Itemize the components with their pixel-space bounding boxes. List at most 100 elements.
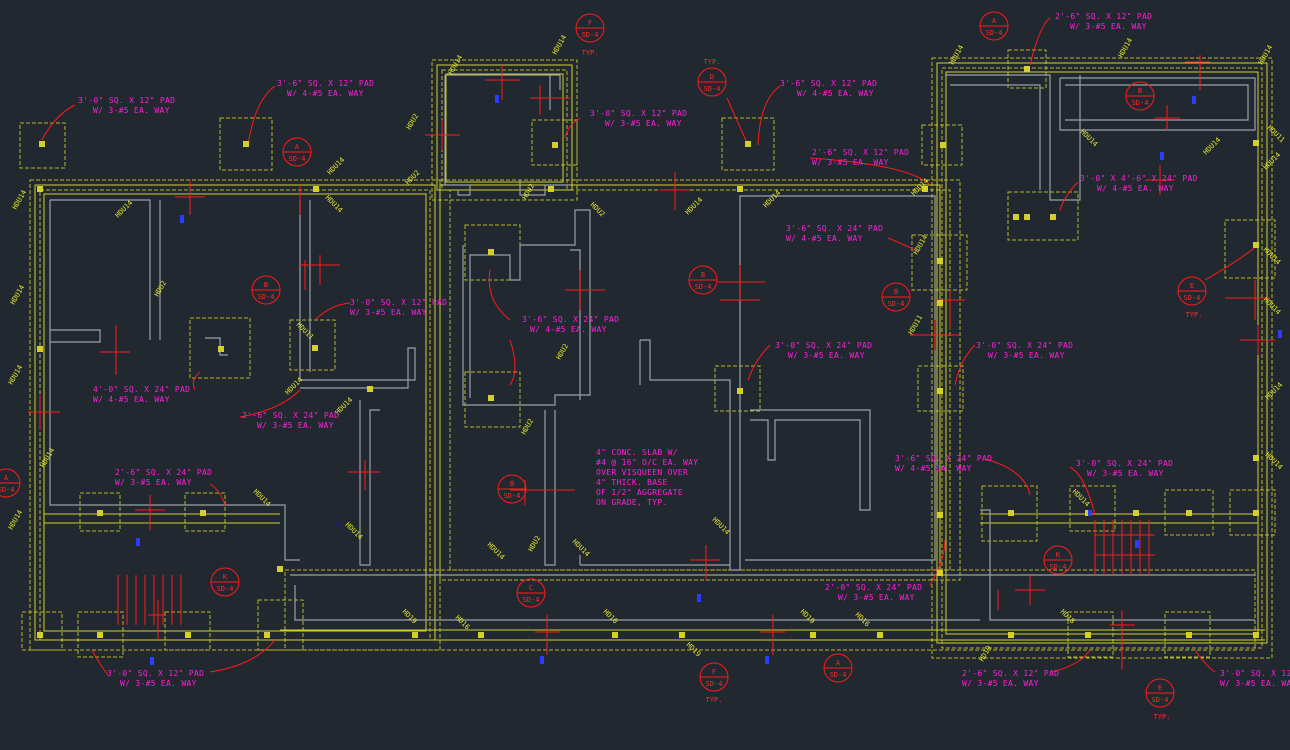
svg-text:W/ 3-#5 EA. WAY: W/ 3-#5 EA. WAY <box>962 679 1039 688</box>
svg-text:K: K <box>223 573 228 581</box>
hd-tag: HD19 <box>978 644 993 663</box>
detail-bubble[interactable]: BSD-4 <box>688 265 718 295</box>
svg-text:A: A <box>295 143 300 151</box>
svg-text:W/ 4-#5 EA. WAY: W/ 4-#5 EA. WAY <box>895 464 972 473</box>
detail-bubble[interactable]: CSD-4 <box>516 578 546 608</box>
leader-lines <box>41 17 1259 676</box>
svg-text:SD-4: SD-4 <box>258 293 275 301</box>
blue-anchor-marks <box>136 95 1282 665</box>
svg-text:3'-6" SQ. X 24" PAD: 3'-6" SQ. X 24" PAD <box>786 224 883 233</box>
svg-text:A: A <box>836 659 841 667</box>
svg-text:2'-0" SQ. X 24" PAD: 2'-0" SQ. X 24" PAD <box>825 583 922 592</box>
pad-outline <box>79 492 121 532</box>
pad-outline <box>1164 489 1214 536</box>
svg-text:TYP.: TYP. <box>1154 713 1171 721</box>
pad-outline <box>189 317 251 379</box>
svg-text:SD-4: SD-4 <box>1152 696 1169 704</box>
pad-outline <box>257 599 304 651</box>
hd-tag: HDU14 <box>9 284 26 306</box>
svg-text:W/ 3-#5 EA. WAY: W/ 3-#5 EA. WAY <box>93 106 170 115</box>
stem-walls <box>49 74 1256 621</box>
detail-bubble[interactable]: BSD-4 <box>251 275 281 305</box>
svg-text:W/ 3-#5 EA. WAY: W/ 3-#5 EA. WAY <box>988 351 1065 360</box>
pad-outline <box>464 371 521 428</box>
svg-text:TYP.: TYP. <box>1186 311 1203 319</box>
footing-strip <box>284 569 1256 651</box>
pad-outline <box>1224 219 1276 279</box>
detail-bubble[interactable]: BSD-4 <box>881 282 911 312</box>
detail-bubble[interactable]: KSD-4 <box>1043 545 1073 575</box>
hd-tag: HDU14 <box>39 447 56 469</box>
detail-bubble[interactable]: ASD-4 <box>979 11 1009 41</box>
hd-tag: HDU2 <box>153 279 168 298</box>
hd-tag: HD10 <box>602 608 620 626</box>
hd-tag: HDU11 <box>1266 124 1287 145</box>
svg-text:W/ 4-#5 EA. WAY: W/ 4-#5 EA. WAY <box>287 89 364 98</box>
svg-text:SD-4: SD-4 <box>1132 99 1149 107</box>
footing-perimeter <box>941 67 1263 649</box>
detail-bubble[interactable]: BSD-4 <box>1125 81 1155 111</box>
svg-text:W/ 3-#5 EA. WAY: W/ 3-#5 EA. WAY <box>1070 22 1147 31</box>
hd-tag: HDU14 <box>344 521 365 542</box>
svg-text:4'-0" SQ. X 24" PAD: 4'-0" SQ. X 24" PAD <box>93 385 190 394</box>
wall-outer <box>936 62 1268 644</box>
hd-tag: HDU2 <box>555 342 570 361</box>
svg-text:3'-0" SQ. X 24" PAD: 3'-0" SQ. X 24" PAD <box>775 341 872 350</box>
hd-tag: HDU14 <box>326 156 347 177</box>
svg-text:2'-6" SQ. X 12" PAD: 2'-6" SQ. X 12" PAD <box>962 669 1059 678</box>
svg-text:3'-0" SQ. X 12" PAD: 3'-0" SQ. X 12" PAD <box>590 109 687 118</box>
svg-text:OF 1/2" AGGREGATE: OF 1/2" AGGREGATE <box>596 488 683 497</box>
detail-bubble[interactable]: KSD-4 <box>210 567 240 597</box>
svg-text:3'-0" SQ. X 24" PAD: 3'-0" SQ. X 24" PAD <box>976 341 1073 350</box>
hd-tag: HDU14 <box>912 234 929 256</box>
holddown-tags: HDU14 HDU14 HDU14 HDU14 HDU14 HDU2 HDU2 … <box>7 34 1286 663</box>
svg-text:SD-4: SD-4 <box>504 492 521 500</box>
svg-text:C: C <box>529 584 533 592</box>
svg-text:SD-4: SD-4 <box>1184 294 1201 302</box>
svg-text:W/ 4-#5 EA. WAY: W/ 4-#5 EA. WAY <box>1097 184 1174 193</box>
svg-text:W/ 3-#5 EA. WAY: W/ 3-#5 EA. WAY <box>350 308 427 317</box>
hd-tag: HD19 <box>401 608 419 626</box>
svg-text:TYP.: TYP. <box>704 58 721 66</box>
svg-text:ON GRADE, TYP.: ON GRADE, TYP. <box>596 498 668 507</box>
pad-outline <box>219 117 273 171</box>
wall-inner <box>445 73 564 183</box>
svg-text:SD-4: SD-4 <box>0 486 14 494</box>
svg-text:K: K <box>1056 551 1061 559</box>
svg-text:4" THICK. BASE: 4" THICK. BASE <box>596 478 668 487</box>
detail-bubble[interactable]: ASD-4 <box>282 137 312 167</box>
detail-bubble[interactable]: ASD-4 <box>0 468 21 498</box>
svg-text:OVER VISQUEEN OVER: OVER VISQUEEN OVER <box>596 468 688 477</box>
hd-tag: HDU14 <box>11 189 28 211</box>
detail-bubble[interactable]: BSD-4 <box>497 474 527 504</box>
svg-text:E: E <box>1190 282 1194 290</box>
hd-tag: HDU14 <box>762 189 783 210</box>
stair-hatch <box>117 520 1155 625</box>
detail-bubble[interactable]: A SD-4 <box>823 653 853 683</box>
svg-text:W/ 3-#5 EA. WAY: W/ 3-#5 EA. WAY <box>788 351 865 360</box>
hd-tag: HDU14 <box>486 541 507 562</box>
anchor-bolts <box>37 66 1259 638</box>
hd-tag: HDU14 <box>684 196 705 217</box>
svg-text:4" CONC. SLAB W/: 4" CONC. SLAB W/ <box>596 448 678 457</box>
svg-text:W/ 3-#5 EA. WAY: W/ 3-#5 EA. WAY <box>115 478 192 487</box>
pad-outline <box>1007 191 1079 241</box>
hd-tag: HD16 <box>454 614 472 632</box>
svg-text:SD-4: SD-4 <box>888 300 905 308</box>
svg-text:SD-4: SD-4 <box>830 671 847 679</box>
svg-text:SD-4: SD-4 <box>582 31 599 39</box>
hd-tag: HDU14 <box>551 34 568 56</box>
